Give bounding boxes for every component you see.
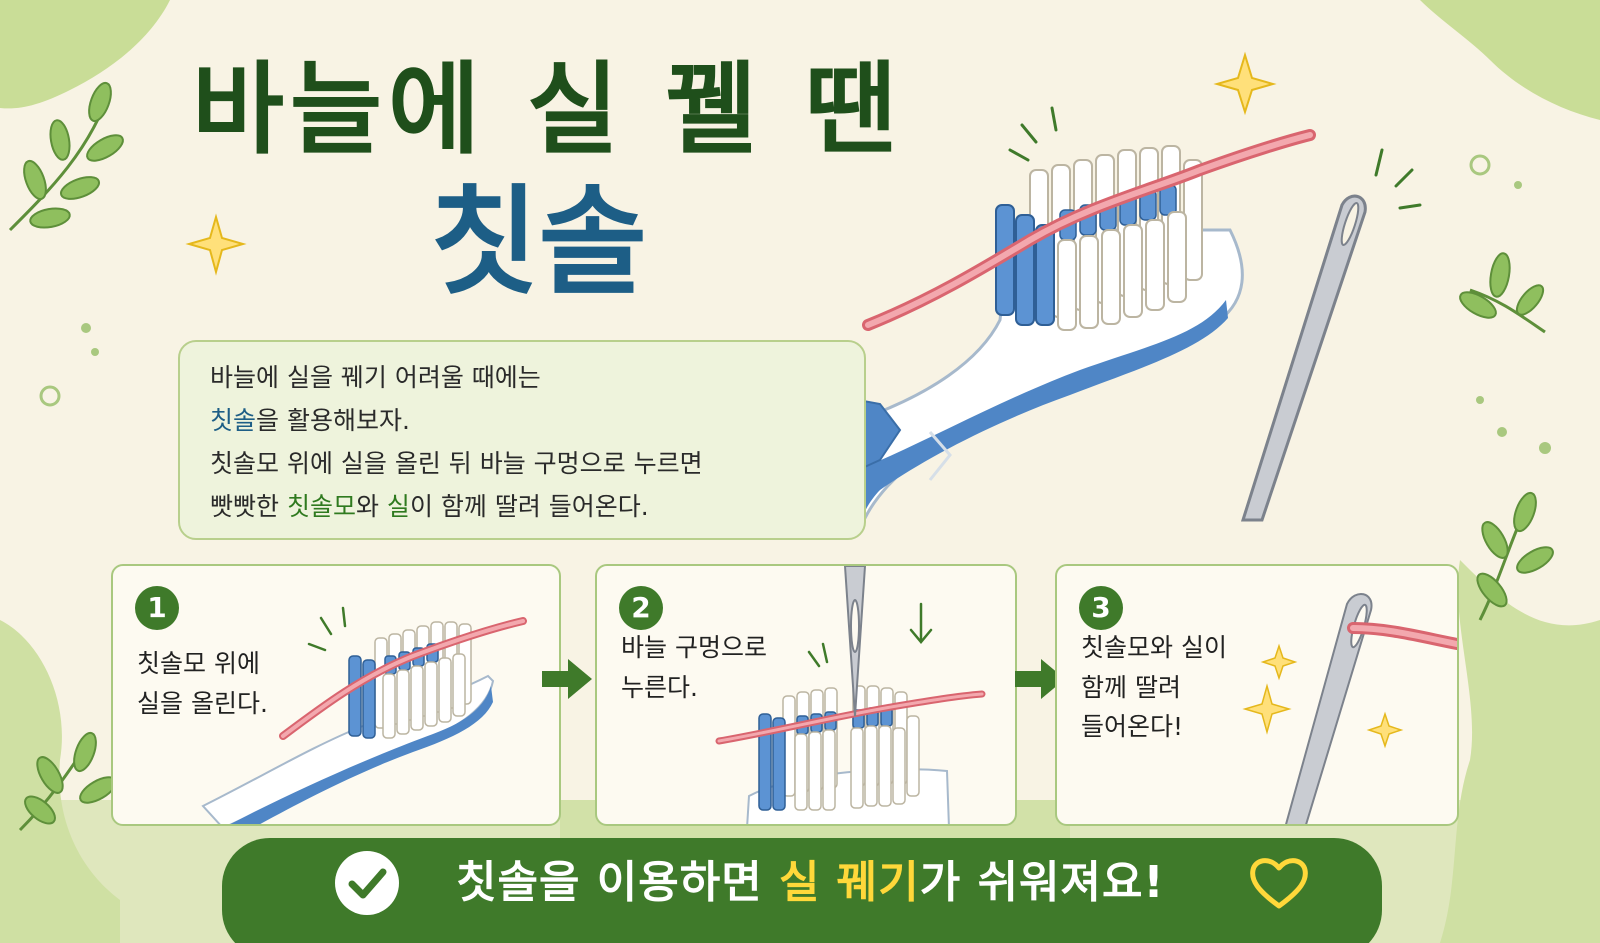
arrow-right-icon — [1015, 659, 1065, 699]
intro-line-2: 칫솔을 활용해보자. — [210, 406, 410, 435]
step-card-1: 1 칫솔모 위에 실을 올린다. — [111, 564, 561, 826]
intro-text-box: 바늘에 실을 꿰기 어려울 때에는 칫솔을 활용해보자. 칫솔모 위에 실을 올… — [178, 340, 866, 540]
step-1-illustration — [201, 606, 527, 824]
summary-text: 칫솔을 이용하면 실 꿰기가 쉬워져요! — [456, 857, 1165, 908]
heart-outline-icon — [1250, 858, 1308, 909]
step-2-number: 2 — [619, 586, 663, 630]
intro-highlight-toothbrush: 칫솔 — [210, 406, 257, 435]
toothbrush-illustration — [856, 106, 1316, 531]
step-card-3: 3 칫솔모와 실이 함께 딸려 들어온다! — [1055, 564, 1459, 826]
step-1-text: 칫솔모 위에 실을 올린다. — [137, 649, 268, 718]
step-3-illustration — [1242, 593, 1457, 824]
step-2-illustration — [715, 566, 986, 824]
intro-line-4: 빳빳한 칫솔모와 실이 함께 딸려 들어온다. — [210, 492, 649, 521]
step-2-text: 바늘 구멍으로 누른다. — [621, 633, 767, 702]
step-3-text: 칫솔모와 실이 함께 딸려 들어온다! — [1081, 633, 1227, 741]
intro-highlight-bristles: 칫솔모 — [286, 492, 356, 521]
needle-illustration — [1240, 148, 1422, 522]
summary-highlight: 실 꿰기 — [779, 857, 920, 908]
step-1-number: 1 — [135, 586, 179, 630]
sparkle-icon — [185, 51, 1277, 276]
intro-line-1: 바늘에 실을 꿰기 어려울 때에는 — [210, 363, 541, 392]
step-card-2: 2 바늘 구멍으로 누른다. — [595, 564, 1017, 826]
step-3-number: 3 — [1079, 586, 1123, 630]
summary-banner: 칫솔을 이용하면 실 꿰기가 쉬워져요! — [222, 838, 1382, 943]
intro-line-3: 칫솔모 위에 실을 올린 뒤 바늘 구멍으로 누르면 — [210, 449, 703, 478]
arrow-right-icon — [542, 659, 592, 699]
check-circle-icon — [335, 851, 399, 915]
page-title: 바늘에 실 꿸 땐 — [192, 51, 903, 168]
intro-highlight-thread: 실 — [386, 492, 410, 521]
page-title-keyword: 칫솔 — [430, 173, 648, 311]
